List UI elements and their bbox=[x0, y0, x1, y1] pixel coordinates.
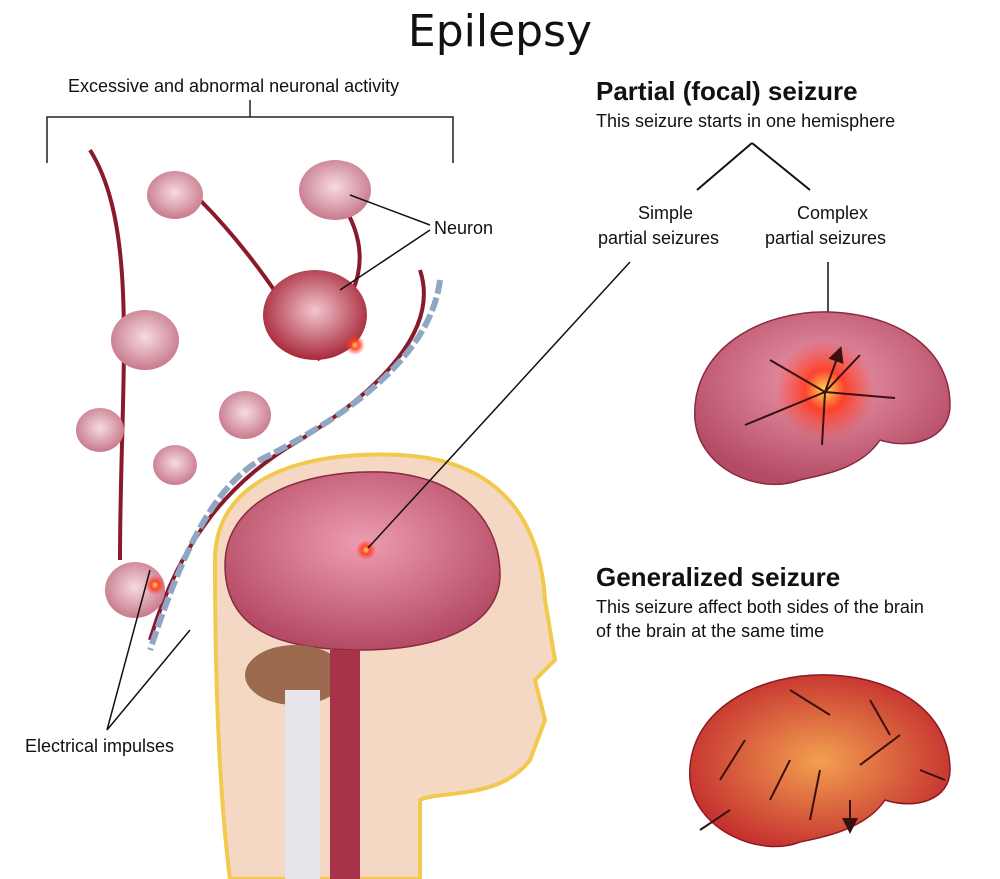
partial-tree-lines bbox=[696, 142, 811, 191]
simple-label-2: partial seizures bbox=[598, 228, 720, 248]
partial-description: This seizure starts in one hemisphere bbox=[596, 111, 896, 131]
complex-label-2: partial seizures bbox=[765, 228, 887, 248]
activity-label: Excessive and abnormal neuronal activity bbox=[68, 76, 400, 96]
simple-label-1: Simple bbox=[637, 203, 694, 223]
impulses-label: Electrical impulses bbox=[25, 736, 175, 756]
generalized-description-2: of the brain at the same time bbox=[596, 621, 825, 641]
partial-heading: Partial (focal) seizure bbox=[596, 76, 858, 106]
neuron-label: Neuron bbox=[434, 218, 494, 238]
generalized-heading: Generalized seizure bbox=[596, 562, 841, 592]
impulse-pointer-lines bbox=[106, 569, 191, 731]
generalized-seizure-brain bbox=[689, 674, 951, 848]
partial-seizure-brain bbox=[694, 311, 951, 485]
head-illustration bbox=[212, 452, 558, 879]
page-title: Epilepsy bbox=[407, 6, 593, 57]
activity-bracket bbox=[46, 100, 454, 163]
neuron-network bbox=[76, 148, 443, 651]
generalized-description-1: This seizure affect both sides of the br… bbox=[596, 597, 924, 617]
neuron-pointer-lines bbox=[339, 194, 431, 291]
complex-label-1: Complex bbox=[796, 203, 869, 223]
simple-pointer-line bbox=[367, 261, 631, 549]
